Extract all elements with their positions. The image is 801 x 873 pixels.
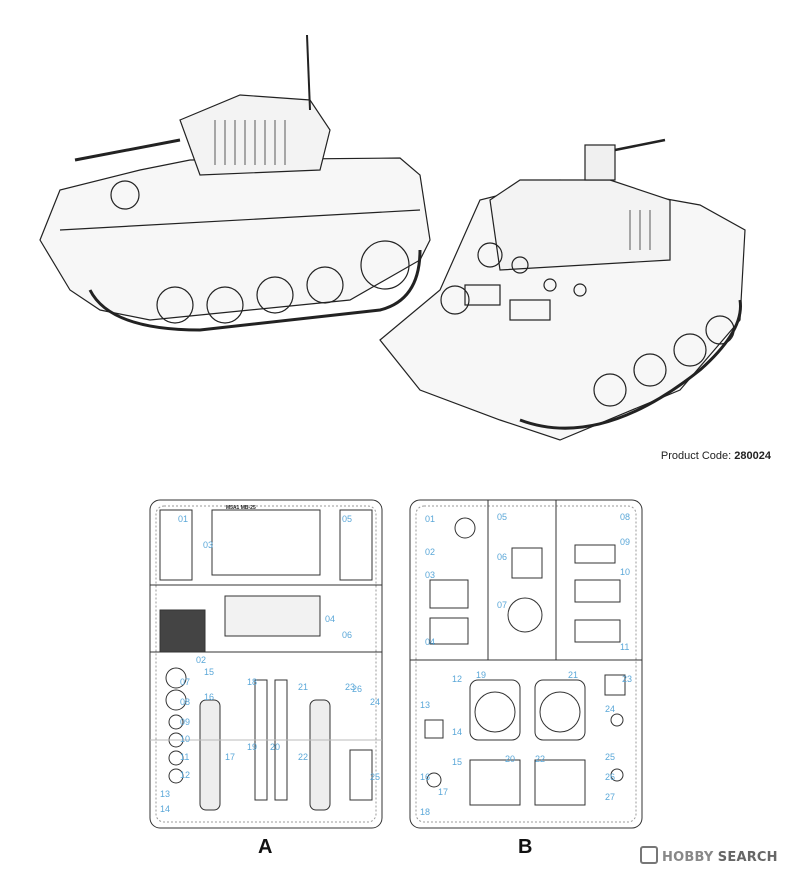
hobbysearch-watermark: HOBBY SEARCH [640, 846, 778, 865]
svg-text:03: 03 [425, 570, 435, 580]
svg-text:19: 19 [247, 742, 257, 752]
svg-text:24: 24 [605, 704, 615, 714]
product-code-label: Product Code: [660, 450, 732, 462]
svg-text:01: 01 [178, 514, 188, 524]
svg-text:08: 08 [180, 697, 190, 707]
svg-text:27: 27 [605, 792, 615, 802]
svg-text:20: 20 [505, 754, 515, 764]
svg-text:02: 02 [196, 655, 206, 665]
svg-text:02: 02 [425, 547, 435, 557]
sprue-b-frame [409, 499, 643, 829]
svg-text:20: 20 [270, 742, 280, 752]
hobbysearch-logo-icon [640, 846, 658, 864]
svg-text:24: 24 [370, 697, 380, 707]
watermark-brand-b: SEARCH [717, 850, 778, 865]
svg-text:06: 06 [497, 552, 507, 562]
svg-text:22: 22 [298, 752, 308, 762]
svg-text:10: 10 [620, 567, 630, 577]
svg-text:07: 07 [497, 600, 507, 610]
tank-front-view-drawing [379, 138, 746, 441]
svg-text:17: 17 [225, 752, 235, 762]
svg-text:13: 13 [160, 789, 170, 799]
sprue-a-mesh-part [159, 609, 206, 653]
svg-text:23: 23 [345, 682, 355, 692]
svg-text:06: 06 [342, 630, 352, 640]
svg-text:05: 05 [342, 514, 352, 524]
svg-text:09: 09 [620, 537, 630, 547]
svg-text:19: 19 [476, 670, 486, 680]
svg-text:26: 26 [352, 684, 362, 694]
sprue-a-frame [149, 499, 383, 829]
svg-text:12: 12 [180, 770, 190, 780]
svg-text:10: 10 [180, 734, 190, 744]
svg-text:17: 17 [438, 787, 448, 797]
svg-text:07: 07 [180, 677, 190, 687]
svg-text:18: 18 [247, 677, 257, 687]
svg-text:09: 09 [180, 717, 190, 727]
svg-text:15: 15 [204, 667, 214, 677]
svg-text:25: 25 [605, 752, 615, 762]
product-code-value: 280024 [734, 450, 771, 462]
svg-text:11: 11 [180, 752, 189, 762]
svg-text:26: 26 [605, 772, 615, 782]
svg-text:14: 14 [160, 804, 170, 814]
product-code: Product Code: 280024 [661, 450, 771, 462]
svg-text:04: 04 [425, 637, 435, 647]
svg-text:21: 21 [568, 670, 578, 680]
svg-text:21: 21 [298, 682, 308, 692]
svg-text:15: 15 [452, 757, 462, 767]
svg-text:25: 25 [370, 772, 380, 782]
svg-text:03: 03 [203, 540, 213, 550]
svg-text:12: 12 [452, 674, 462, 684]
svg-text:14: 14 [452, 727, 462, 737]
sprue-b-letter: B [518, 836, 533, 858]
watermark-brand-a: HOBBY [662, 850, 714, 865]
svg-text:01: 01 [425, 514, 435, 524]
sprue-a-letter: A [258, 836, 273, 858]
svg-text:16: 16 [420, 772, 430, 782]
svg-text:05: 05 [497, 512, 507, 522]
svg-text:23: 23 [622, 674, 632, 684]
svg-text:13: 13 [420, 700, 430, 710]
svg-text:18: 18 [420, 807, 430, 817]
svg-text:22: 22 [535, 754, 545, 764]
svg-text:04: 04 [325, 614, 335, 624]
svg-text:16: 16 [204, 692, 214, 702]
tank-side-view-drawing [39, 34, 431, 332]
sprue-a-title: M5A1 MB-25 [226, 505, 256, 511]
sprue-b-part-numbers: 01 02 03 04 05 06 07 08 09 10 11 12 13 1… [420, 512, 632, 817]
sprue-a-part-numbers: 01 02 03 04 05 06 07 08 09 10 11 12 13 1… [160, 505, 380, 814]
svg-text:08: 08 [620, 512, 630, 522]
svg-text:11: 11 [620, 642, 629, 652]
